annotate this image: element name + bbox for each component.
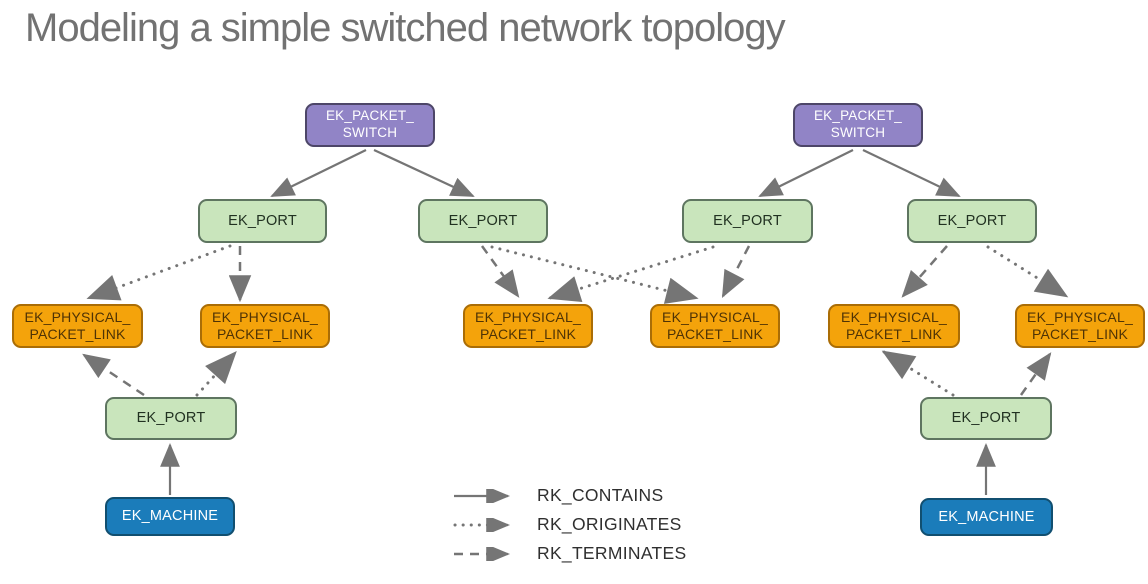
node-label-line2: PACKET_LINK bbox=[29, 326, 126, 342]
node-label-line1: EK_PHYSICAL_ bbox=[212, 308, 318, 325]
edge-originates-port6-link5 bbox=[881, 350, 955, 397]
legend-item-contains: RK_CONTAINS bbox=[452, 481, 686, 510]
node-port-2: EK_PORT bbox=[418, 199, 548, 243]
edge-originates-port3-link3 bbox=[547, 245, 715, 303]
edge-terminates-port2-link3 bbox=[480, 245, 520, 298]
edge-contains-switch2-port3 bbox=[758, 149, 854, 197]
node-label: EK_PORT bbox=[713, 212, 782, 229]
node-physical-packet-link-5: EK_PHYSICAL_ PACKET_LINK bbox=[828, 304, 960, 348]
node-label-line2: PACKET_LINK bbox=[479, 326, 577, 342]
node-physical-packet-link-1: EK_PHYSICAL_ PACKET_LINK bbox=[12, 304, 143, 348]
node-label: EK_PORT bbox=[228, 212, 297, 229]
edge-originates-port1-link1 bbox=[86, 244, 232, 301]
node-label: EK_PORT bbox=[136, 410, 206, 427]
legend-label: RK_CONTAINS bbox=[537, 485, 664, 505]
node-label: EK_PORT bbox=[937, 212, 1007, 229]
node-label-line1: EK_PHYSICAL_ bbox=[475, 308, 581, 325]
node-label-line1: EK_PHYSICAL_ bbox=[1027, 308, 1133, 325]
edge-originates-port2-link4 bbox=[490, 245, 699, 304]
edge-contains-switch1-port2 bbox=[373, 149, 475, 197]
node-label-line2: SWITCH bbox=[342, 125, 398, 140]
node-packet-switch-2: EK_PACKET_ SWITCH bbox=[793, 103, 923, 147]
legend-label: RK_ORIGINATES bbox=[537, 514, 682, 534]
node-machine-2: EK_MACHINE bbox=[920, 498, 1053, 536]
node-label-line2: PACKET_LINK bbox=[216, 326, 314, 342]
node-label: EK_PORT bbox=[951, 410, 1021, 427]
node-port-6: EK_PORT bbox=[920, 397, 1052, 440]
edge-originates-port4-link6 bbox=[986, 245, 1069, 298]
node-physical-packet-link-4: EK_PHYSICAL_ PACKET_LINK bbox=[650, 304, 780, 348]
edge-terminates-port6-link6 bbox=[1019, 352, 1052, 396]
node-physical-packet-link-2: EK_PHYSICAL_ PACKET_LINK bbox=[200, 304, 330, 348]
node-physical-packet-link-3: EK_PHYSICAL_ PACKET_LINK bbox=[463, 304, 593, 348]
node-label-line1: EK_PACKET_ bbox=[325, 108, 415, 124]
node-label-line1: EK_PHYSICAL_ bbox=[24, 308, 131, 325]
node-port-5: EK_PORT bbox=[105, 397, 237, 440]
solid-arrow-icon bbox=[454, 488, 510, 503]
node-label-line2: PACKET_LINK bbox=[1031, 326, 1129, 342]
node-label-line2: PACKET_LINK bbox=[845, 326, 943, 342]
edge-contains-switch2-port4 bbox=[862, 149, 961, 197]
edge-originates-port5-link2 bbox=[195, 350, 237, 397]
node-label: EK_MACHINE bbox=[938, 508, 1035, 525]
dashed-arrow-icon bbox=[454, 546, 510, 561]
legend-item-originates: RK_ORIGINATES bbox=[452, 510, 686, 539]
dotted-arrow-icon bbox=[453, 517, 510, 532]
node-label-line1: EK_PHYSICAL_ bbox=[841, 308, 947, 325]
edge-terminates-port5-link1 bbox=[82, 353, 145, 397]
node-packet-switch-1: EK_PACKET_ SWITCH bbox=[305, 103, 435, 147]
node-label: EK_MACHINE bbox=[121, 508, 219, 525]
node-label-line2: PACKET_LINK bbox=[666, 326, 764, 342]
legend-label: RK_TERMINATES bbox=[537, 543, 687, 563]
node-machine-1: EK_MACHINE bbox=[105, 497, 235, 536]
edge-terminates-port3-link4 bbox=[721, 245, 751, 298]
node-label-line2: SWITCH bbox=[830, 125, 886, 140]
edge-terminates-port4-link5 bbox=[901, 245, 948, 298]
edge-contains-switch1-port1 bbox=[270, 149, 367, 197]
node-label-line1: EK_PHYSICAL_ bbox=[662, 308, 768, 325]
node-port-3: EK_PORT bbox=[682, 199, 813, 243]
node-label: EK_PORT bbox=[448, 212, 518, 229]
page-title: Modeling a simple switched network topol… bbox=[25, 6, 786, 50]
legend: RK_CONTAINS RK_ORIGINATES RK_TERMINATES bbox=[452, 481, 686, 568]
node-port-1: EK_PORT bbox=[198, 199, 327, 243]
node-port-4: EK_PORT bbox=[907, 199, 1037, 243]
node-physical-packet-link-6: EK_PHYSICAL_ PACKET_LINK bbox=[1015, 304, 1145, 348]
node-label-line1: EK_PACKET_ bbox=[813, 108, 903, 124]
legend-item-terminates: RK_TERMINATES bbox=[452, 539, 686, 568]
